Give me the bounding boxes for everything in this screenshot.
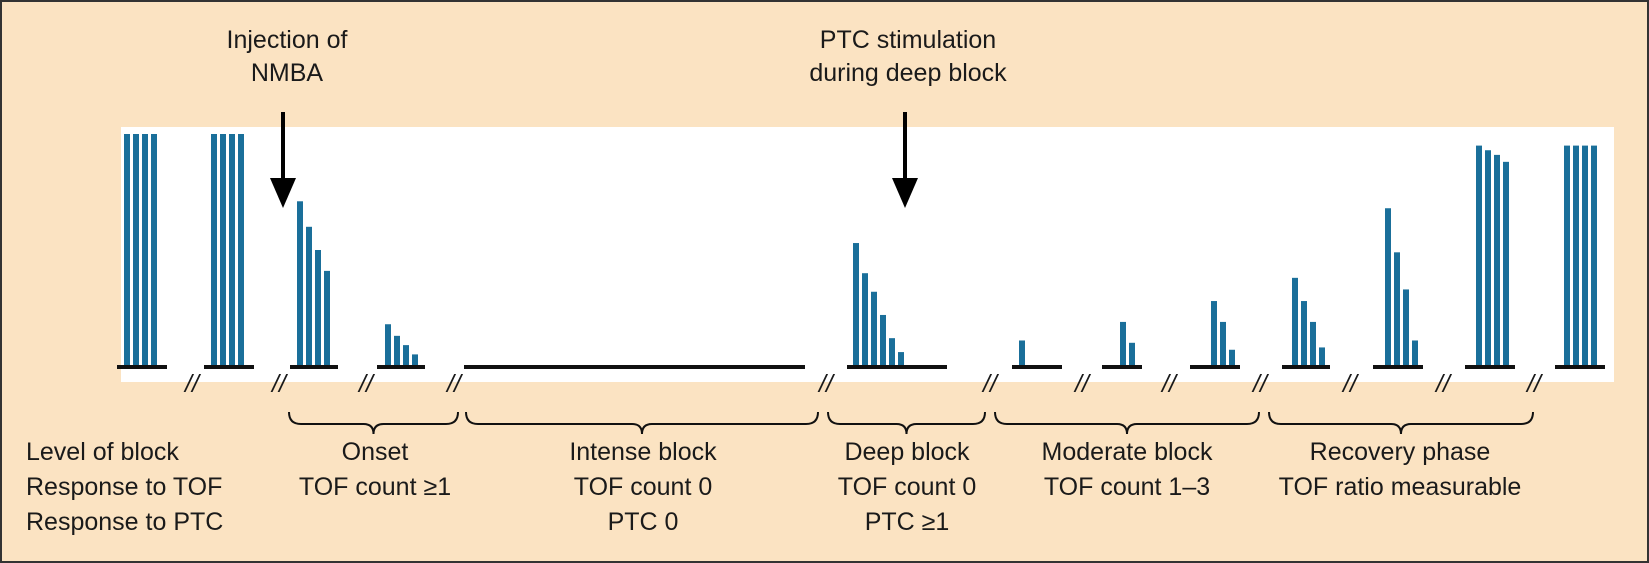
bar-deep-block-ptc-6 (898, 352, 904, 366)
break-symbol-7: // (1073, 370, 1092, 398)
phase-braces (288, 411, 1534, 435)
injection-label-line-2: NMBA (251, 59, 324, 87)
brace-recovery (1268, 411, 1534, 435)
break-symbol-3: // (357, 370, 376, 398)
ptc-stimulation-label-line-1: PTC stimulation (820, 26, 996, 54)
bar-moderate-2-2 (1129, 342, 1135, 366)
break-symbol-10: // (1341, 370, 1360, 398)
bar-onset-2-4 (412, 354, 418, 366)
bar-onset-1-3 (315, 250, 321, 366)
phase-name-moderate: Moderate block (1042, 438, 1213, 466)
phase-ptc-intense: PTC 0 (608, 508, 679, 536)
bar-recovery-2-2 (1394, 252, 1400, 366)
bar-deep-block-ptc-1 (853, 243, 859, 366)
bar-recovery-1-2 (1301, 301, 1307, 366)
row-label-ptc: Response to PTC (26, 508, 223, 536)
bar-baseline-1-4 (151, 134, 157, 366)
bar-moderate-3-3 (1229, 349, 1235, 366)
ptc-stimulation-arrow (892, 112, 918, 208)
break-symbol-8: // (1160, 370, 1179, 398)
brace-moderate (994, 411, 1260, 435)
bar-recovery-4-3 (1582, 145, 1588, 366)
bar-moderate-3-1 (1211, 301, 1217, 366)
bar-baseline-2-2 (220, 134, 226, 366)
bar-deep-block-ptc-2 (862, 273, 868, 366)
bar-deep-block-ptc-3 (871, 291, 877, 366)
bar-recovery-4-1 (1564, 145, 1570, 366)
injection-label-line-1: Injection of (227, 26, 348, 54)
bar-recovery-2-4 (1412, 340, 1418, 366)
phase-name-onset: Onset (342, 438, 409, 466)
timeline-breaks: // // // // // // // // // // // // (183, 370, 1544, 398)
bar-baseline-1-1 (124, 134, 130, 366)
bar-moderate-3-2 (1220, 321, 1226, 366)
break-symbol-9: // (1251, 370, 1270, 398)
bar-recovery-2-3 (1403, 289, 1409, 366)
stimulus-bars (124, 134, 1597, 366)
bar-recovery-3-4 (1503, 161, 1509, 366)
bar-baseline-1-3 (142, 134, 148, 366)
phase-tof-deep: TOF count 0 (838, 473, 977, 501)
brace-onset (288, 411, 459, 435)
bar-baseline-1-2 (133, 134, 139, 366)
bar-baseline-2-4 (238, 134, 244, 366)
bar-recovery-1-1 (1292, 277, 1298, 366)
bar-recovery-3-2 (1485, 150, 1491, 366)
bar-recovery-3-1 (1476, 145, 1482, 366)
bar-deep-block-ptc-4 (880, 314, 886, 366)
ptc-stimulation-label-line-2: during deep block (809, 59, 1007, 87)
bar-onset-1-4 (324, 270, 330, 366)
brace-intense (465, 411, 819, 435)
phase-tof-intense: TOF count 0 (574, 473, 713, 501)
phase-name-deep: Deep block (844, 438, 970, 466)
phase-name-intense: Intense block (569, 438, 717, 466)
bar-recovery-2-1 (1385, 208, 1391, 366)
bar-recovery-3-3 (1494, 154, 1500, 366)
brace-deep (827, 411, 986, 435)
bar-baseline-2-1 (211, 134, 217, 366)
row-label-level: Level of block (26, 438, 179, 466)
bar-onset-2-1 (385, 324, 391, 366)
bar-recovery-4-2 (1573, 145, 1579, 366)
break-symbol-6: // (981, 370, 1000, 398)
bar-deep-block-ptc-5 (889, 338, 895, 366)
bar-onset-1-1 (297, 201, 303, 366)
bar-recovery-4-4 (1591, 145, 1597, 366)
phase-name-recovery: Recovery phase (1310, 438, 1491, 466)
break-symbol-4: // (445, 370, 464, 398)
bar-moderate-1-1 (1019, 340, 1025, 366)
phase-tof-recovery: TOF ratio measurable (1279, 473, 1522, 501)
break-symbol-11: // (1434, 370, 1453, 398)
bar-recovery-1-4 (1319, 347, 1325, 366)
bar-onset-2-2 (394, 335, 400, 366)
bar-onset-2-3 (403, 345, 409, 366)
bar-baseline-2-3 (229, 134, 235, 366)
bar-recovery-1-3 (1310, 321, 1316, 366)
row-label-tof: Response to TOF (26, 473, 222, 501)
phase-tof-moderate: TOF count 1–3 (1044, 473, 1210, 501)
injection-arrow (270, 112, 296, 208)
break-symbol-5: // (817, 370, 836, 398)
bar-onset-1-2 (306, 226, 312, 366)
break-symbol-2: // (270, 370, 289, 398)
bar-moderate-2-1 (1120, 321, 1126, 366)
phase-ptc-deep: PTC ≥1 (865, 508, 950, 536)
phase-tof-onset: TOF count ≥1 (299, 473, 451, 501)
break-symbol-1: // (183, 370, 202, 398)
break-symbol-12: // (1525, 370, 1544, 398)
